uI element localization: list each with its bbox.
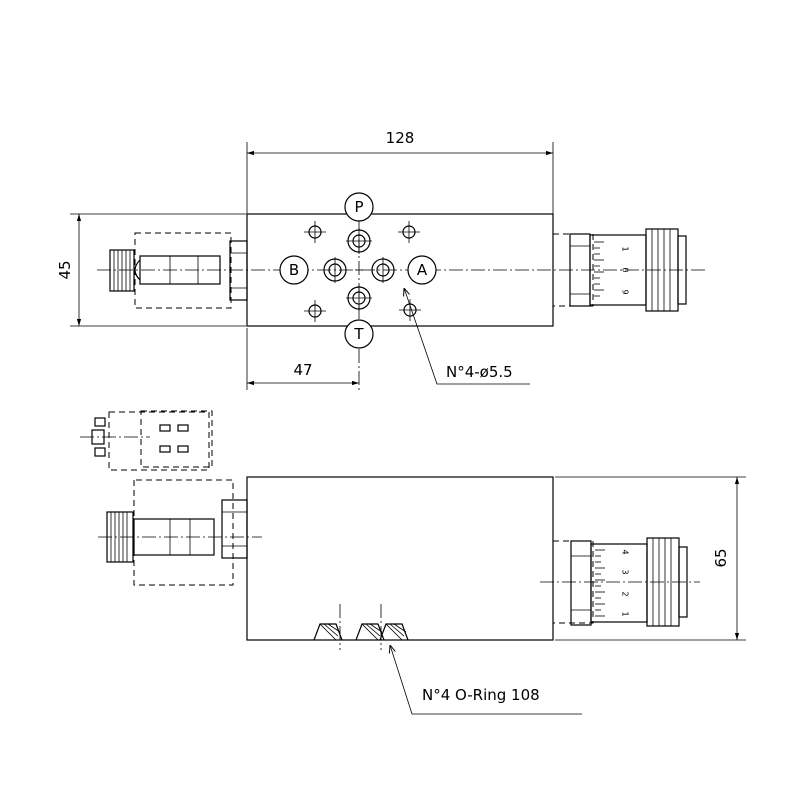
port-b: B — [279, 255, 309, 285]
knob-scale-top-3: 9 — [621, 289, 630, 294]
height-top-dimension-value: 45 — [56, 260, 74, 279]
dimension-port-offset: 47 — [246, 328, 359, 390]
dimension-height-top: 45 — [56, 213, 246, 327]
port-b-label: B — [289, 261, 299, 279]
port-a: A — [407, 255, 437, 285]
port-bores — [323, 228, 395, 311]
height-side-dimension-value: 65 — [712, 548, 730, 567]
top-view: 128 45 P T B A — [56, 129, 706, 392]
o-ring-grooves — [313, 604, 409, 650]
port-t: T — [344, 319, 374, 349]
knob-scale-top-2: 0 — [621, 267, 630, 272]
knob-scale-side-1: 4 — [621, 549, 630, 554]
knob-scale-side-ticks — [595, 549, 605, 617]
side-view: 65 N°4 O-Ring 108 — [80, 410, 746, 715]
dimension-height-side: 65 — [555, 476, 746, 641]
holes-callout-text: N°4-ø5.5 — [446, 363, 513, 381]
knob-scale-side-3: 2 — [621, 591, 630, 596]
knob-scale-top-1: 1 — [621, 246, 630, 251]
length-dimension-value: 128 — [386, 129, 415, 147]
port-p: P — [344, 192, 374, 222]
holes-callout: N°4-ø5.5 — [404, 288, 530, 385]
knob-scale-side-2: 3 — [621, 569, 630, 574]
right-knob-side: 4 3 2 1 — [540, 537, 700, 627]
mounting-holes — [304, 221, 421, 322]
port-t-label: T — [353, 325, 364, 343]
port-p-label: P — [354, 198, 363, 216]
knob-scale-top-ticks — [594, 241, 604, 297]
left-solenoid-side — [80, 410, 262, 586]
right-knob-top: 1 0 9 — [552, 228, 687, 312]
left-solenoid-top — [109, 232, 248, 309]
port-a-label: A — [417, 261, 428, 279]
port-offset-dimension-value: 47 — [293, 361, 312, 379]
knob-scale-side-4: 1 — [621, 611, 630, 616]
dimension-length: 128 — [246, 129, 554, 214]
o-ring-callout-text: N°4 O-Ring 108 — [422, 686, 540, 704]
o-ring-callout: N°4 O-Ring 108 — [390, 645, 582, 715]
valve-body-side — [246, 476, 554, 641]
